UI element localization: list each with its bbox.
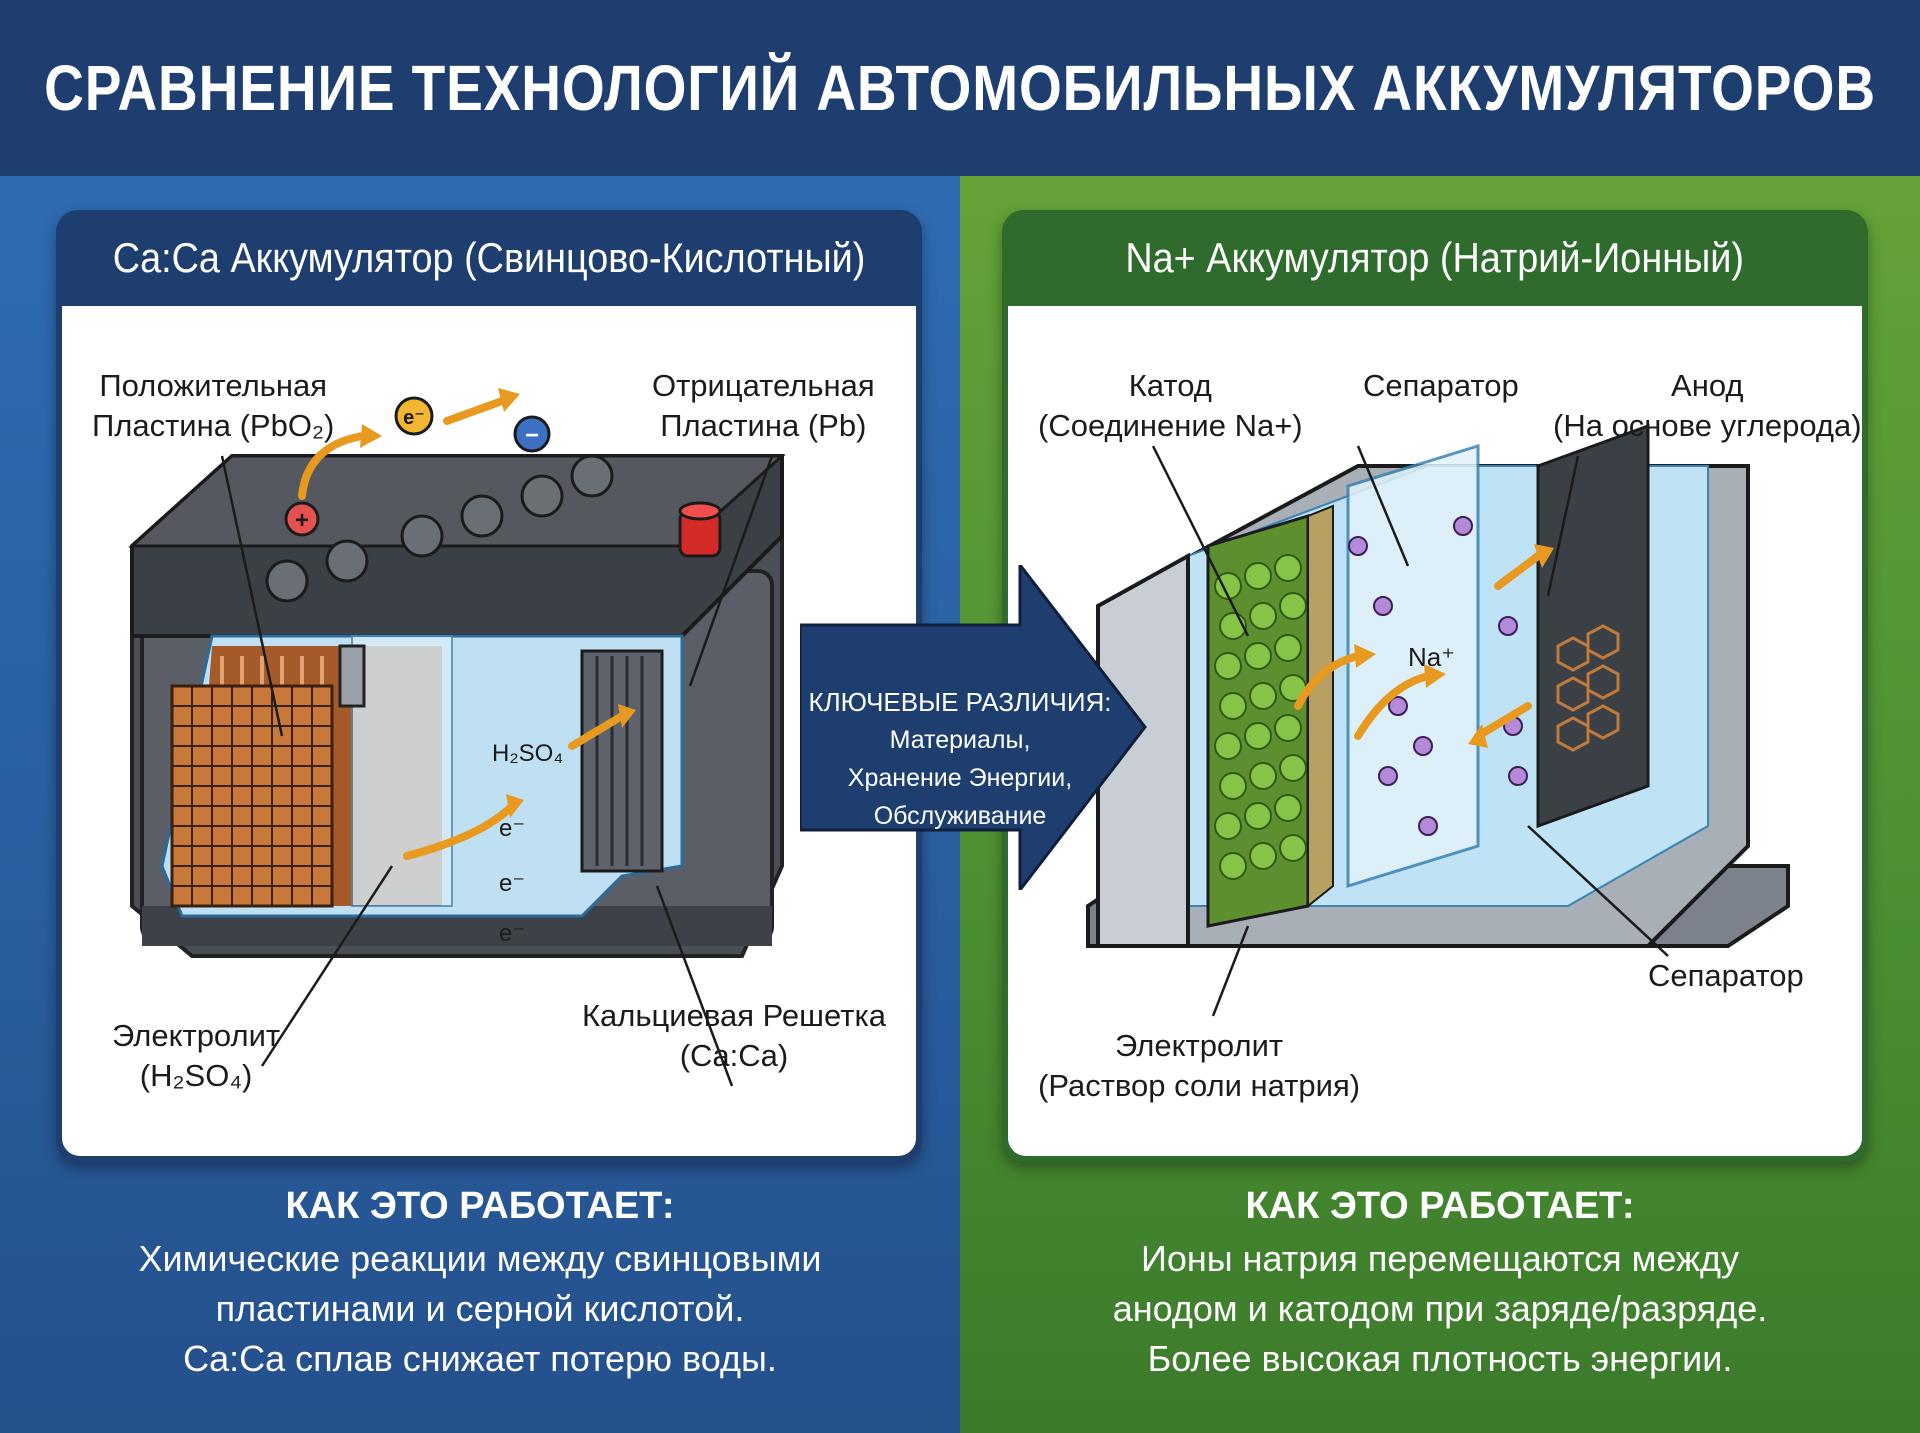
sodium-ion-battery-illustration: Na⁺ [1086,423,1790,1017]
acid-label: H₂SO₄ [492,740,563,767]
separator-strip [1307,504,1334,909]
electrolyte-na-label: Электролит (Раствор соли натрия) [1038,1028,1361,1103]
plus-sign: + [295,507,309,534]
sodium-ion-heading-text: Na+ Аккумулятор (Натрий-Ионный) [1125,234,1745,281]
positive-plate-label: Положительная Пластина (PbO₂) [92,368,335,443]
cathode-block [1206,513,1310,928]
electron-label-2: e⁻ [499,870,525,897]
cathode-label: Катод (Соединение Na+) [1038,368,1303,443]
negative-terminal-icon: − [513,415,551,453]
how-title: КАК ЭТО РАБОТАЕТ: [285,1185,675,1227]
minus-sign: − [525,422,539,449]
sodium-ion-panel: Na+ Аккумулятор (Натрий-Ионный) [1002,210,1868,1162]
key-difference-item: Обслуживание [873,802,1047,830]
positive-terminal-icon: + [284,501,320,537]
separator-top-label: Сепаратор [1363,368,1519,403]
sodium-ion-diagram: Na⁺ Катод (Соедине [1008,306,1862,1156]
lead-acid-heading: Ca:Ca Аккумулятор (Свинцово-Кислотный) [56,210,922,306]
electron-badge-icon: e⁻ [394,396,434,436]
key-difference-item: Хранение Энергии, [847,764,1073,792]
title-bar: СРАВНЕНИЕ ТЕХНОЛОГИЙ АВТОМОБИЛЬНЫХ АККУМ… [0,0,1920,176]
page-title: СРАВНЕНИЕ ТЕХНОЛОГИЙ АВТОМОБИЛЬНЫХ АККУМ… [44,52,1876,124]
front-wall [1096,552,1190,948]
negative-plate-label: Отрицательная Пластина (Pb) [652,368,875,443]
how-line: Более высокая плотность энергии. [1147,1338,1733,1379]
anode-block [1536,423,1650,829]
sodium-ion-how-it-works: КАК ЭТО РАБОТАЕТ: Ионы натрия перемещают… [960,1185,1920,1384]
lead-acid-battery-illustration: + − e⁻ [128,388,786,1087]
ion-flow-arrows [1294,552,1542,740]
how-line: Ca:Ca сплав снижает потерю воды. [183,1338,777,1379]
electrolyte-label: Электролит (H₂SO₄) [112,1018,281,1093]
lead-acid-heading-text: Ca:Ca Аккумулятор (Свинцово-Кислотный) [112,234,866,281]
comparison-arrow-icon [800,565,1147,890]
sodium-ion-heading: Na+ Аккумулятор (Натрий-Ионный) [1002,210,1868,306]
battery-lid [128,454,786,638]
calcium-grid-label: Кальциевая Решетка (Ca:Ca) [582,998,886,1073]
red-terminal-cap-icon [678,501,722,558]
electron-label-3: e⁻ [499,920,525,947]
key-differences: КЛЮЧЕВЫЕ РАЗЛИЧИЯ: Материалы, Хранение Э… [800,683,1120,835]
battery-cutaway [160,634,684,918]
electron-label-1: e⁻ [499,815,525,842]
how-title: КАК ЭТО РАБОТАЕТ: [1245,1185,1635,1227]
electron-flow-arrows [298,397,626,860]
leader-lines [1151,445,1669,1017]
key-difference-item: Материалы, [889,726,1031,754]
electron-badge-text: e⁻ [403,407,425,429]
how-line: анодом и катодом при заряде/разряде. [1112,1288,1768,1329]
separator-right-label: Сепаратор [1648,958,1804,993]
how-line: Ионы натрия перемещаются между [1140,1238,1740,1279]
ion-arrowheads [1354,544,1554,748]
lead-acid-panel: Ca:Ca Аккумулятор (Свинцово-Кислотный) [56,210,922,1162]
key-differences-title: КЛЮЧЕВЫЕ РАЗЛИЧИЯ: [808,687,1112,717]
how-line: Химические реакции между свинцовыми [138,1238,822,1279]
leader-lines [220,455,774,1087]
sodium-ions [1348,516,1528,836]
sodium-ion-label: Na⁺ [1408,642,1455,672]
lead-acid-how-it-works: КАК ЭТО РАБОТАЕТ: Химические реакции меж… [0,1185,960,1384]
anode-label: Анод (На основе углерода) [1553,368,1862,443]
lead-acid-diagram: + − e⁻ [62,306,916,1156]
arrowheads [360,388,636,818]
how-line: пластинами и серной кислотой. [215,1288,745,1329]
